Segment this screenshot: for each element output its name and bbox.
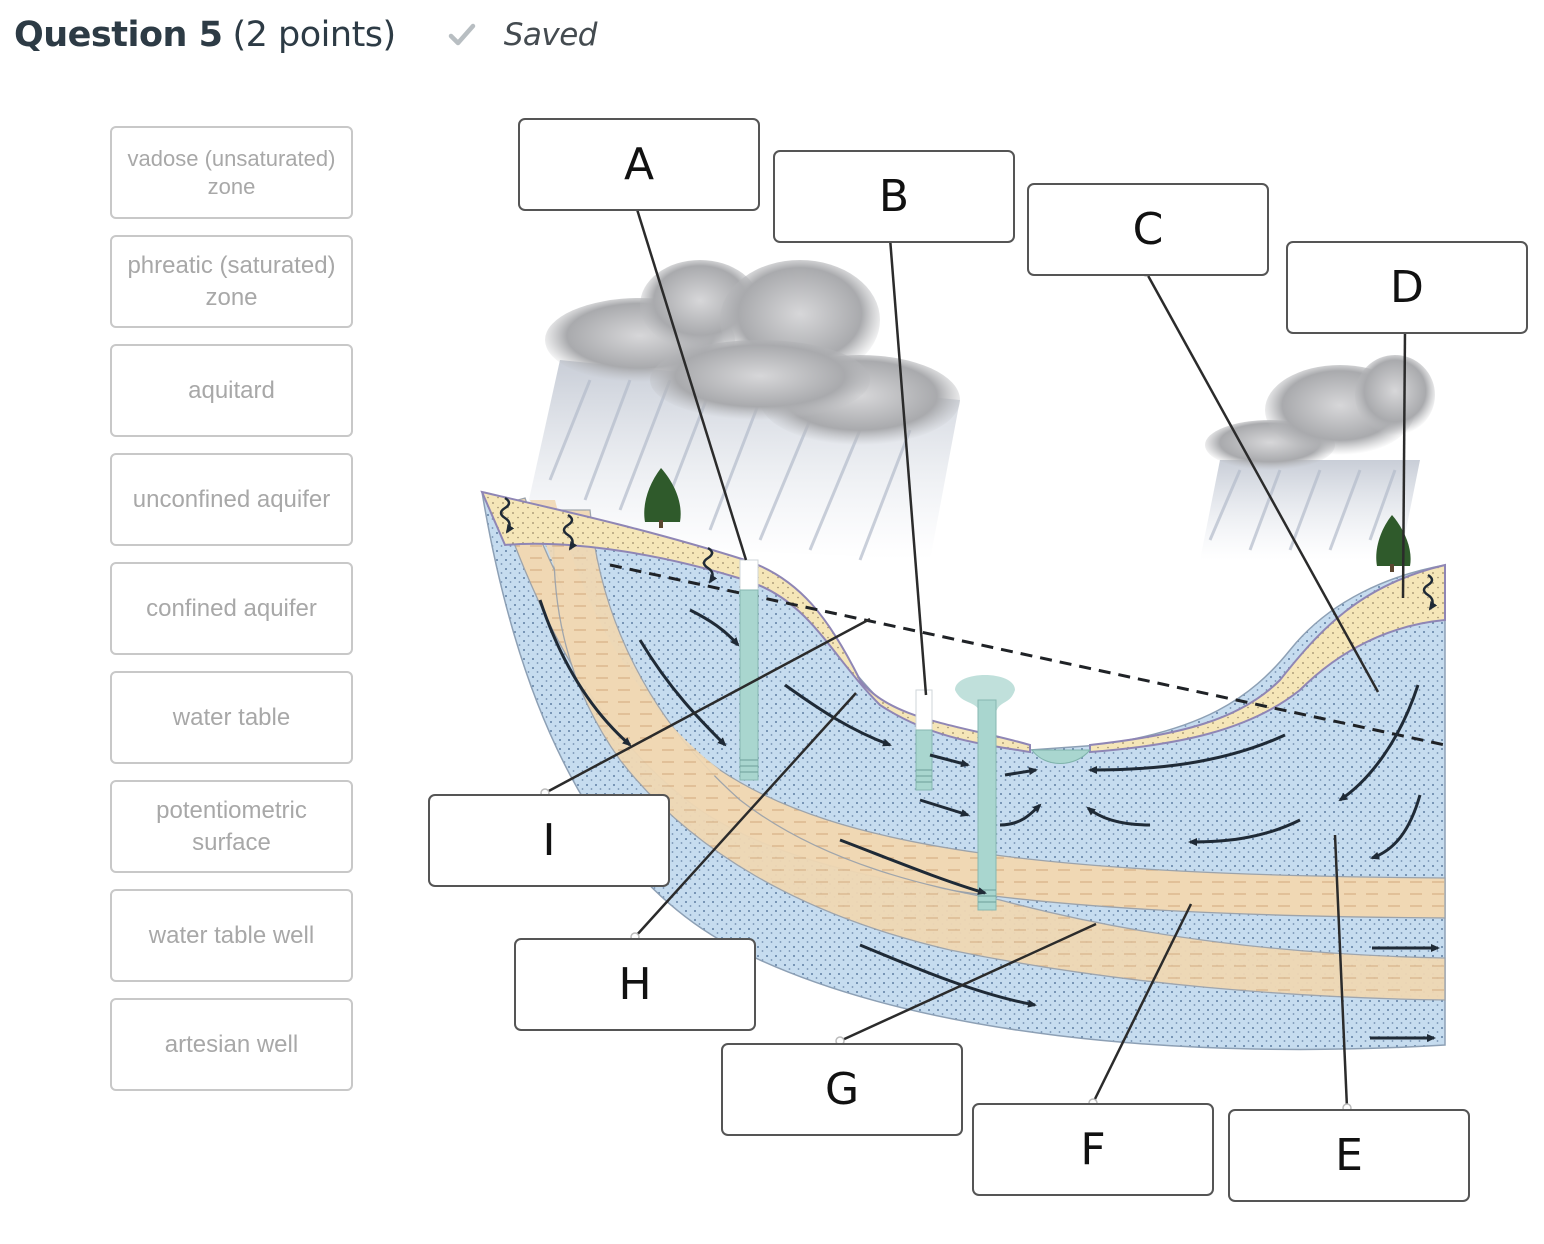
- water-table-well-left-icon: [739, 559, 759, 781]
- infiltration-arrows: [499, 496, 1438, 611]
- drop-target-e[interactable]: E: [1228, 1109, 1470, 1202]
- bank-item-unconfined-aquifer[interactable]: unconfined aquifer: [110, 453, 353, 546]
- artesian-well-icon: [955, 675, 1015, 911]
- drop-target-h[interactable]: H: [514, 938, 756, 1031]
- drop-target-b[interactable]: B: [773, 150, 1015, 243]
- flow-arrows: [538, 599, 1440, 1042]
- cloud-right-icon: [1205, 355, 1435, 470]
- drop-target-d[interactable]: D: [1286, 241, 1528, 334]
- tree-left-icon: [644, 468, 681, 528]
- aquitard-left-strip: [530, 500, 720, 790]
- bank-item-artesian-well[interactable]: artesian well: [110, 998, 353, 1091]
- stream: [1031, 749, 1092, 764]
- leader-lines: [544, 205, 1407, 1109]
- drop-target-g[interactable]: G: [721, 1043, 963, 1136]
- rain-right-icon: [1200, 460, 1420, 560]
- question-points: (2 points): [232, 15, 396, 55]
- bank-item-aquitard[interactable]: aquitard: [110, 344, 353, 437]
- drop-target-i[interactable]: I: [428, 794, 670, 887]
- vadose-zone-right: [1089, 563, 1446, 754]
- bank-item-phreatic-zone[interactable]: phreatic (saturated) zone: [110, 235, 353, 328]
- vadose-zone-left: [480, 490, 1031, 754]
- bank-item-potentiometric-surface[interactable]: potentiometric surface: [110, 780, 353, 873]
- word-bank: vadose (unsaturated) zone phreatic (satu…: [110, 126, 353, 1107]
- drop-target-c[interactable]: C: [1027, 183, 1269, 276]
- saved-label: Saved: [503, 17, 598, 53]
- bank-item-water-table-well[interactable]: water table well: [110, 889, 353, 982]
- check-icon: [448, 23, 475, 46]
- drop-target-a[interactable]: A: [518, 118, 760, 211]
- save-status: Saved: [446, 17, 597, 53]
- bank-item-confined-aquifer[interactable]: confined aquifer: [110, 562, 353, 655]
- water-table-well-right-icon: [915, 689, 933, 791]
- aquitard-lower: [553, 509, 1446, 1001]
- bank-item-vadose-zone[interactable]: vadose (unsaturated) zone: [110, 126, 353, 219]
- question-header: Question 5 (2 points) Saved: [14, 10, 597, 60]
- drop-target-f[interactable]: F: [972, 1103, 1214, 1196]
- cloud-left-icon: [545, 260, 960, 445]
- bank-item-water-table[interactable]: water table: [110, 671, 353, 764]
- tree-right-icon: [1376, 515, 1411, 572]
- question-title: Question 5: [14, 15, 223, 55]
